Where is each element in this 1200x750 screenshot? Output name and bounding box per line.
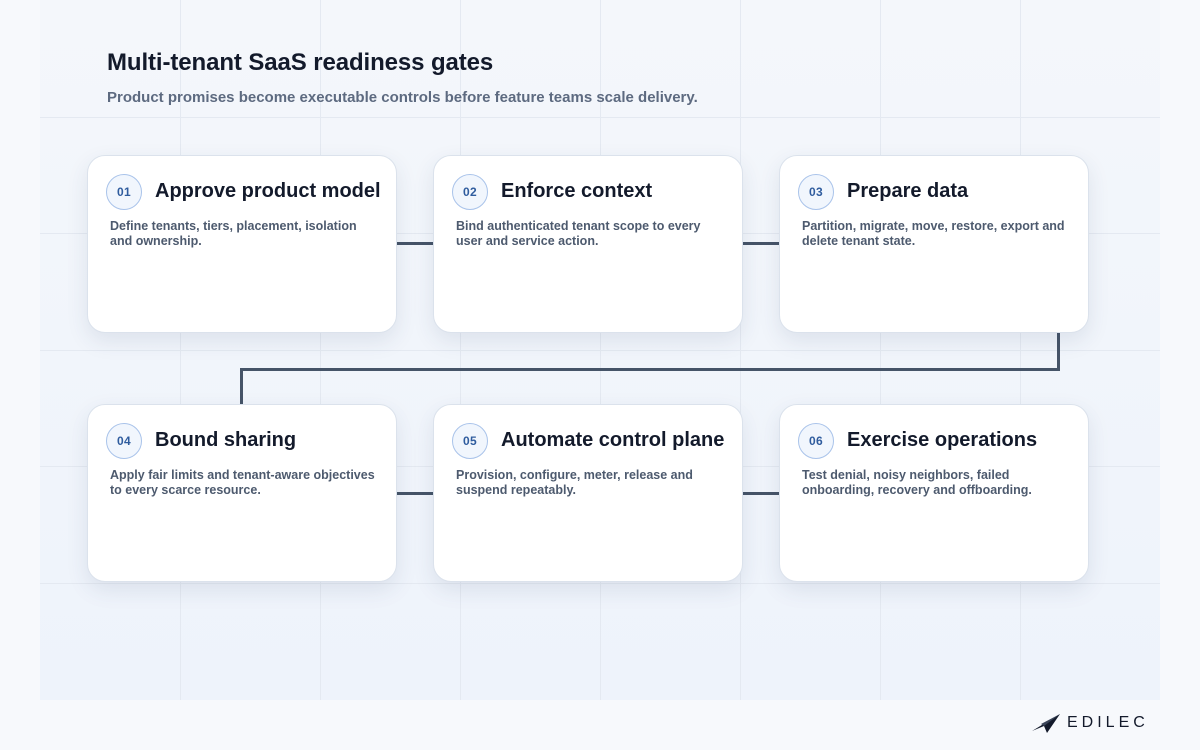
page-subtitle: Product promises become executable contr…	[107, 89, 698, 106]
step-card-03: 03 Prepare data Partition, migrate, move…	[779, 155, 1089, 333]
step-description: Test denial, noisy neighbors, failed onb…	[802, 468, 1032, 497]
step-number-badge: 02	[452, 174, 488, 210]
step-description: Provision, configure, meter, release and…	[456, 468, 693, 497]
connector-03-04-horizontal	[240, 368, 1060, 371]
grid-line	[880, 0, 881, 700]
step-card-06: 06 Exercise operations Test denial, nois…	[779, 404, 1089, 582]
step-number-badge: 05	[452, 423, 488, 459]
grid-line	[180, 0, 181, 700]
connector-01-02	[397, 242, 434, 245]
step-title: Enforce context	[501, 180, 653, 202]
grid-line	[600, 0, 601, 700]
step-title: Bound sharing	[155, 429, 297, 451]
grid-line	[460, 0, 461, 700]
step-title: Automate control plane	[501, 429, 725, 451]
step-description: Define tenants, tiers, placement, isolat…	[110, 219, 357, 248]
connector-03-down	[1057, 333, 1060, 371]
step-title: Approve product model	[155, 180, 381, 202]
grid-line	[320, 0, 321, 700]
step-number-badge: 01	[106, 174, 142, 210]
step-card-01: 01 Approve product model Define tenants,…	[87, 155, 397, 333]
step-title: Prepare data	[847, 180, 969, 202]
step-title: Exercise operations	[847, 429, 1038, 451]
connector-05-06	[743, 492, 780, 495]
step-card-04: 04 Bound sharing Apply fair limits and t…	[87, 404, 397, 582]
connector-04-up	[240, 368, 243, 406]
step-description: Partition, migrate, move, restore, expor…	[802, 219, 1065, 248]
step-card-02: 02 Enforce context Bind authenticated te…	[433, 155, 743, 333]
page-title: Multi-tenant SaaS readiness gates	[107, 49, 494, 76]
brand-wordmark: EDILEC	[1067, 714, 1149, 731]
grid-line	[1020, 0, 1021, 700]
step-number-badge: 04	[106, 423, 142, 459]
connector-04-05	[397, 492, 434, 495]
brand-logo: EDILEC	[1031, 711, 1156, 735]
connector-02-03	[743, 242, 780, 245]
step-description: Apply fair limits and tenant-aware objec…	[110, 468, 375, 497]
step-card-05: 05 Automate control plane Provision, con…	[433, 404, 743, 582]
grid-line	[740, 0, 741, 700]
step-number-badge: 06	[798, 423, 834, 459]
step-description: Bind authenticated tenant scope to every…	[456, 219, 701, 248]
paper-plane-logo-icon	[1032, 714, 1060, 733]
diagram-canvas	[40, 0, 1160, 700]
step-number-badge: 03	[798, 174, 834, 210]
